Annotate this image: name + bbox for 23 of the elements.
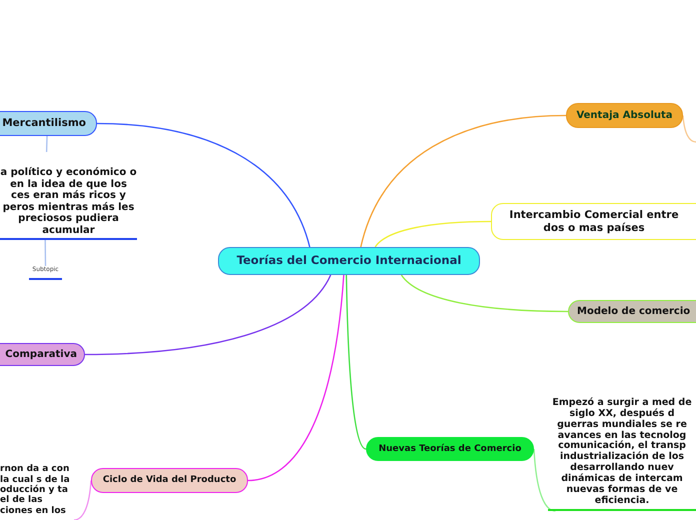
connector-line [682,115,696,143]
connector-line [533,448,556,512]
topic-pill: Mercantilismo [0,111,97,136]
note-text: a político y económico o en la idea de que los ces eran más ricos y peros mientras más les preciosos pudiera acumular [0,152,137,240]
connector-line [248,274,344,482]
connector-line [44,240,46,266]
connector-line [84,274,332,356]
connector-line [374,220,491,248]
topic-pill: Intercambio Comercial entre dos o mas países [491,203,696,240]
connector-line [46,136,48,152]
connector-line [74,480,92,520]
connector-line [96,122,310,248]
central-topic-pill: Teorías del Comercio Internacional [218,247,480,275]
topic-pill: Nuevas Teorías de Comercio [366,437,534,461]
note-text: Empezó a surgir a med de siglo XX, después d guerras mundiales se re avances en las tecnolog comunicación, el transp industrialización de los desarrollando nuev dinámicas de intercam nuevas formas de ve eficiencia. [548,372,696,511]
topic-pill: Comparativa [0,343,85,366]
connector-line [360,114,566,248]
topic-pill: Ciclo de Vida del Producto [91,468,248,493]
topic-pill: Ventaja Absoluta [566,103,683,128]
connector-line [346,274,366,450]
topic-pill: Modelo de comercio [568,300,696,323]
note-text: rnon da a con la cual s de la oducción y ta el de las ciones en los [0,420,74,520]
connector-line [400,274,568,312]
